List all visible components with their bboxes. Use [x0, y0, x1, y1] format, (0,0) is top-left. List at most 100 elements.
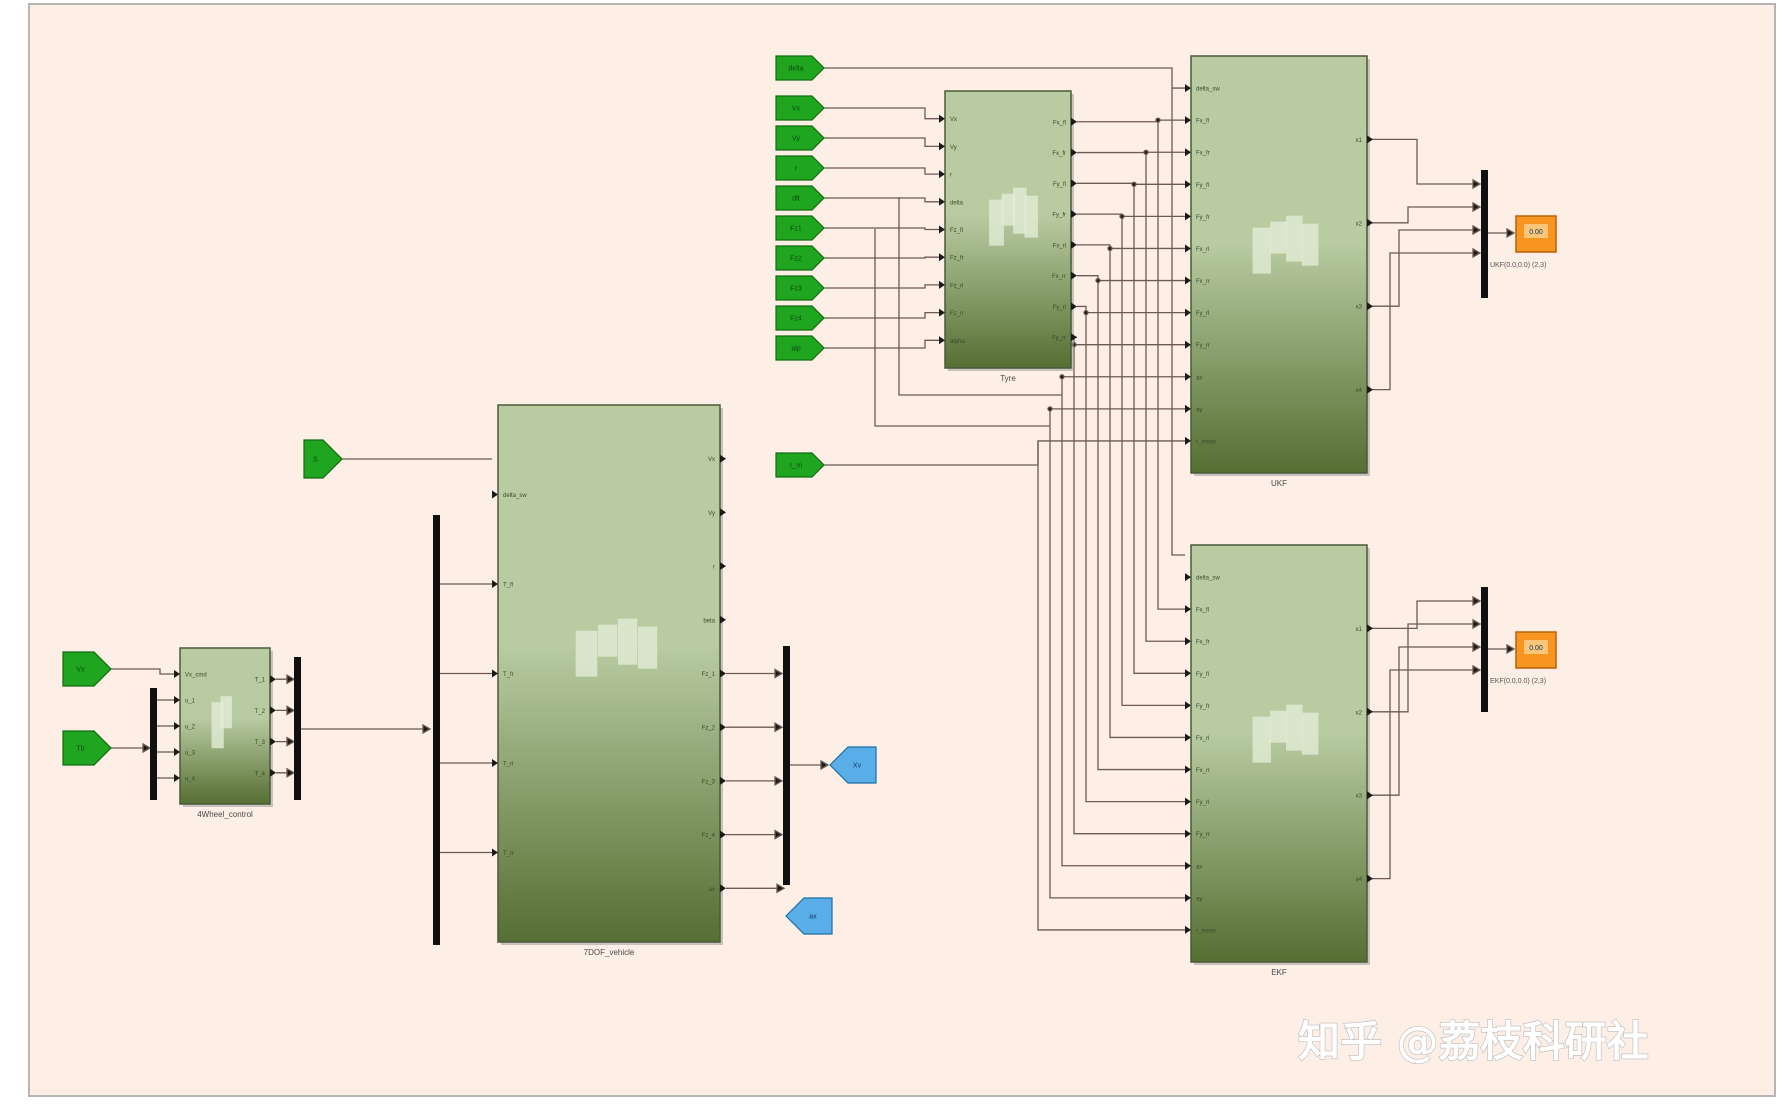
from-tag-tyre-3-label: dlt — [792, 196, 799, 203]
veh-out-port-1 — [720, 508, 726, 517]
ukf-in-port-label-7: Fy_rl — [1196, 311, 1209, 317]
from-tag-tyre-6-label: Fz3 — [790, 286, 802, 293]
from-tag-tyre-6[interactable]: Fz3 — [775, 275, 825, 301]
from-tag-vx[interactable]: Vx — [62, 651, 112, 687]
from-tag-steer[interactable]: S — [303, 439, 343, 479]
from-tag-tyre-2[interactable]: r — [775, 155, 825, 181]
ctrl-in-port-label-4: u_4 — [185, 777, 196, 783]
signal-line — [1077, 275, 1185, 771]
veh-in-port-label-1: T_fl — [503, 583, 513, 589]
junction-dot — [1107, 245, 1113, 252]
from-tag-delta[interactable]: delta — [775, 55, 825, 81]
arrowhead — [1506, 227, 1516, 239]
ukf-block[interactable]: UKFdelta_swFx_flFx_frFy_flFy_frFx_rlFx_r… — [1185, 55, 1373, 488]
ukf-in-port-9 — [1185, 372, 1191, 381]
veh-in-port-label-4: T_rr — [503, 851, 514, 857]
from-tag-tyre-6-shape — [775, 275, 825, 301]
ukf-display-caption: UKF(0.0,0.0) (2,3) — [1490, 262, 1546, 269]
ctrl-in-port-2 — [174, 722, 180, 730]
arrowhead — [286, 767, 296, 778]
ukf-in-port-label-5: Fx_rl — [1196, 247, 1209, 253]
ekf-in-port-label-7: Fy_rl — [1196, 800, 1209, 806]
veh-block[interactable]: 7DOF_vehicledelta_swT_flT_frT_rlT_rrVxVy… — [492, 404, 726, 957]
ctrl-in-port-label-0: Vx_cmd — [185, 673, 207, 679]
ekf-in-port-4 — [1185, 701, 1191, 710]
ekf-in-port-5 — [1185, 733, 1191, 742]
signal-line — [1367, 623, 1480, 713]
ekf-in-port-label-6: Fx_rr — [1196, 768, 1210, 774]
veh-glyph-bar — [617, 618, 638, 665]
arrowhead — [142, 742, 152, 754]
tyre-in-port-7 — [939, 308, 945, 317]
from-tag-rmeas-label: r_m — [790, 463, 802, 470]
veh-glyph-bar — [597, 624, 618, 657]
arrowhead — [774, 722, 784, 733]
tyre-out-port-0 — [1071, 117, 1077, 126]
ukf-in-port-label-10: ay — [1196, 407, 1202, 413]
veh-block-name: 7DOF_vehicle — [584, 948, 635, 957]
tyre-block[interactable]: TyreVxVyrdeltaFz_flFz_frFz_rlFz_rralphaF… — [939, 90, 1077, 383]
tyre-in-port-6 — [939, 280, 945, 289]
arrowhead — [820, 759, 830, 771]
ekf-block[interactable]: EKFdelta_swFx_flFx_frFy_flFy_frFx_rlFx_r… — [1185, 544, 1373, 977]
from-tag-tyre-1[interactable]: Vy — [775, 125, 825, 151]
ctrl-block[interactable]: 4Wheel_controlVx_cmdu_1u_2u_3u_4T_1T_2T_… — [174, 647, 276, 819]
from-tag-tyre-4[interactable]: Fz1 — [775, 215, 825, 241]
ukf-glyph-bar — [1301, 223, 1319, 266]
signal-line — [1077, 121, 1185, 610]
veh-block-body — [497, 404, 721, 943]
signal-line — [1367, 600, 1480, 630]
tyre-glyph-bar — [1013, 187, 1027, 234]
from-tag-tyre-8[interactable]: alp — [775, 335, 825, 361]
ukf-in-port-11 — [1185, 436, 1191, 445]
signal-line — [1037, 440, 1185, 931]
ekf-glyph-bar — [1252, 716, 1271, 763]
tyre-in-port-1 — [939, 142, 945, 151]
goto-tag-ax[interactable]: ax — [785, 897, 833, 935]
goto-tag-xv-shape — [829, 746, 877, 784]
tyre-out-port-label-1: Fx_fr — [1052, 151, 1066, 157]
ukf-in-port-5 — [1185, 244, 1191, 253]
from-tag-tyre-3[interactable]: dlt — [775, 185, 825, 211]
veh-out-bus — [783, 646, 790, 885]
signal-line — [874, 229, 1050, 427]
ukf-in-port-3 — [1185, 180, 1191, 189]
ukf-in-port-label-1: Fx_fl — [1196, 119, 1209, 125]
signal-line — [1049, 408, 1185, 899]
ukf-mux-bus — [1481, 170, 1488, 298]
ekf-out-port-label-3: x4 — [1356, 877, 1363, 883]
tyre-in-port-label-0: Vx — [950, 117, 957, 123]
signal-line — [824, 67, 1185, 89]
signal-line — [1367, 229, 1480, 307]
ekf-in-port-0 — [1185, 573, 1191, 582]
from-tag-tyre-0[interactable]: Vx — [775, 95, 825, 121]
from-tag-rmeas[interactable]: r_m — [775, 452, 825, 478]
from-tag-tyre-7[interactable]: Fz4 — [775, 305, 825, 331]
goto-tag-xv[interactable]: Xv — [829, 746, 877, 784]
tyre-glyph-bar — [989, 199, 1004, 246]
ekf-display-caption: EKF(0.0,0.0) (2,3) — [1490, 678, 1546, 685]
ekf-out-port-1 — [1367, 707, 1373, 716]
ukf-in-port-8 — [1185, 340, 1191, 349]
signal-line — [1061, 376, 1185, 867]
veh-out-port-8 — [720, 884, 726, 893]
from-tag-tyre-8-label: alp — [791, 346, 800, 353]
veh-in-port-3 — [492, 759, 498, 767]
ctrl-in-port-0 — [174, 670, 180, 678]
ukf-in-port-6 — [1185, 276, 1191, 285]
tyre-out-port-7 — [1071, 333, 1077, 342]
from-tag-tyre-5[interactable]: Fz2 — [775, 245, 825, 271]
ekf-in-port-10 — [1185, 893, 1191, 902]
from-tag-tyre-1-label: Vy — [792, 136, 800, 143]
signal-line — [824, 107, 939, 120]
veh-in-port-label-2: T_fr — [503, 672, 514, 678]
junction-dot — [1095, 277, 1101, 284]
ekf-in-port-9 — [1185, 861, 1191, 870]
ctrl-in-port-label-3: u_3 — [185, 751, 196, 757]
ctrl-out-port-label-1: T_2 — [255, 709, 266, 715]
from-tag-tb[interactable]: Tb — [62, 730, 112, 766]
ctrl-in-port-label-2: u_2 — [185, 725, 196, 731]
ekf-in-port-label-10: ay — [1196, 896, 1202, 902]
